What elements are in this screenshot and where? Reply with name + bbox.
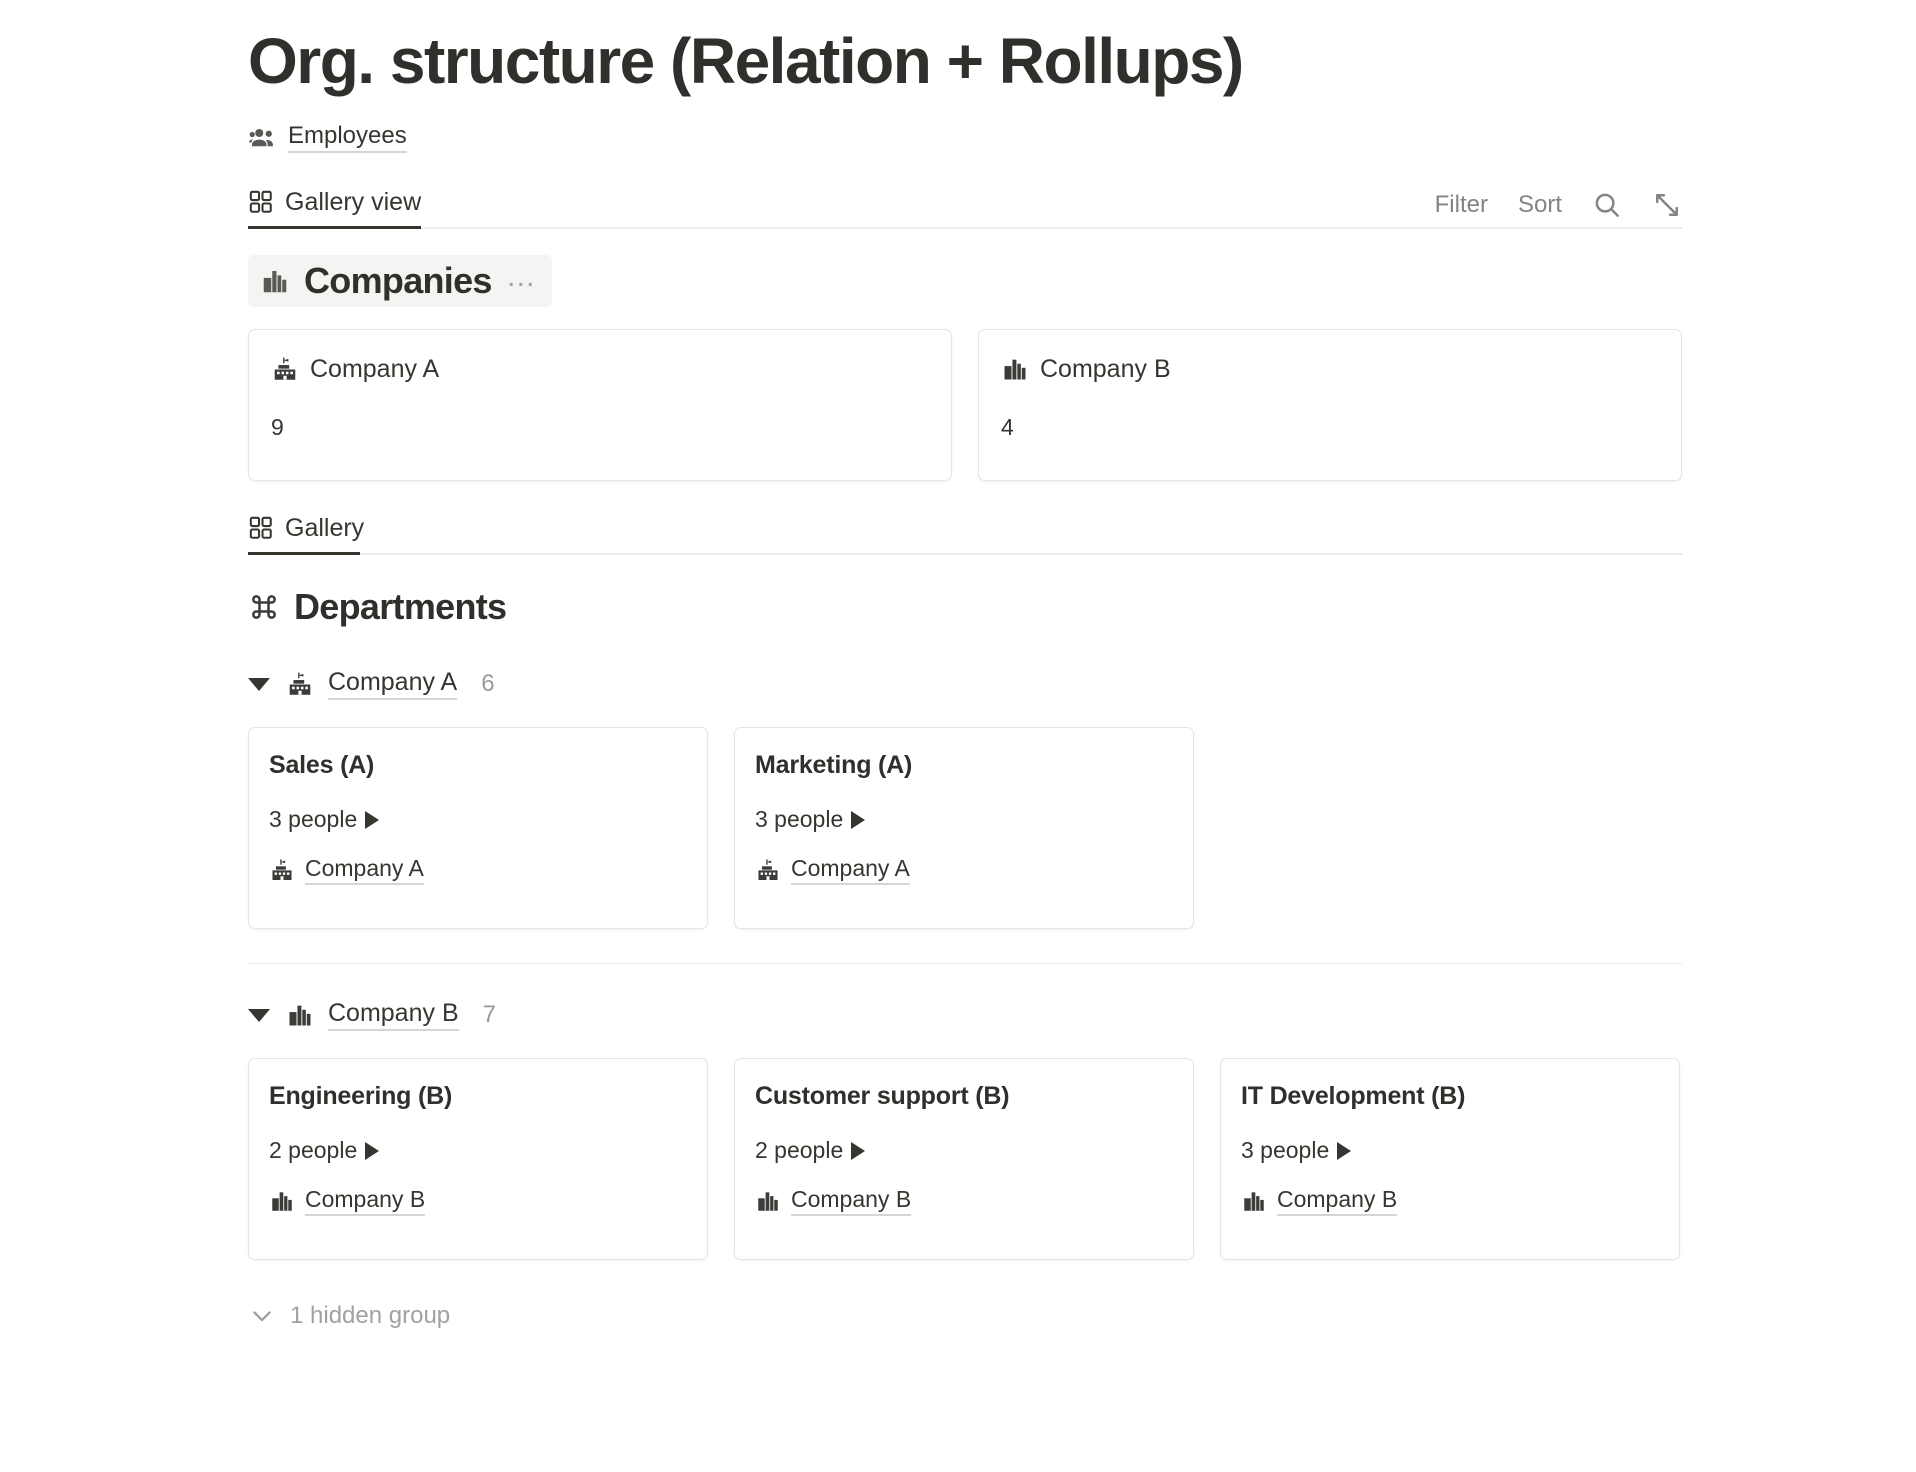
company-card-value: 4 — [1001, 414, 1014, 441]
expand-triangle-icon[interactable] — [365, 1141, 380, 1160]
department-people-count: 2 people — [755, 1137, 844, 1164]
department-relation[interactable]: Company A — [269, 855, 687, 886]
cityscape-icon — [269, 1188, 295, 1214]
expand-triangle-icon[interactable] — [851, 810, 866, 829]
department-card[interactable]: Engineering (B) 2 people — [248, 1058, 708, 1261]
group-header[interactable]: Company A 6 — [248, 661, 1682, 707]
people-group-icon — [248, 123, 278, 153]
collapse-triangle-icon[interactable] — [248, 677, 270, 691]
hidden-group-toggle[interactable]: 1 hidden group — [248, 1296, 1682, 1336]
companies-database-title: Companies — [304, 260, 492, 302]
department-card-title: Sales (A) — [269, 751, 375, 780]
department-people-count: 2 people — [269, 1137, 358, 1164]
chevron-down-icon — [248, 1302, 276, 1330]
department-card-title: Customer support (B) — [755, 1082, 1010, 1111]
tab-gallery-view[interactable]: Gallery view — [248, 177, 433, 230]
department-relation[interactable]: Company A — [755, 855, 1173, 886]
department-people-rollup[interactable]: 3 people — [755, 806, 1173, 833]
tab-gallery[interactable]: Gallery — [248, 503, 376, 556]
company-card-name: Company B — [1040, 355, 1171, 384]
departments-view-toolbar: Gallery — [248, 503, 1682, 556]
tab-gallery-view-label: Gallery view — [285, 187, 422, 216]
department-people-rollup[interactable]: 3 people — [269, 806, 687, 833]
school-building-icon — [755, 857, 781, 883]
command-loop-icon — [248, 591, 280, 623]
departments-view-tabs: Gallery — [248, 503, 376, 556]
company-card-title-row: Company A — [271, 354, 929, 384]
department-card-title: IT Development (B) — [1241, 1082, 1466, 1111]
view-toolbar: Gallery view Filter Sort — [248, 177, 1682, 230]
department-relation[interactable]: Company B — [1241, 1186, 1659, 1217]
companies-menu-icon[interactable]: … — [505, 260, 538, 294]
search-icon[interactable] — [1592, 190, 1622, 220]
department-card[interactable]: Customer support (B) 2 people — [734, 1058, 1194, 1261]
department-card[interactable]: Sales (A) 3 people — [248, 727, 708, 930]
hidden-group-label: 1 hidden group — [290, 1302, 451, 1330]
group-count: 7 — [482, 1001, 496, 1029]
department-people-rollup[interactable]: 2 people — [269, 1137, 687, 1164]
group-count: 6 — [481, 670, 495, 698]
department-card-row: Engineering (B) 2 people — [248, 1058, 1682, 1261]
department-card[interactable]: Marketing (A) 3 people — [734, 727, 1194, 930]
company-card-value: 9 — [271, 414, 284, 441]
department-relation-label[interactable]: Company A — [791, 855, 910, 886]
departments-database-title: Departments — [294, 586, 507, 628]
expand-triangle-icon[interactable] — [851, 1141, 866, 1160]
gallery-grid-icon — [248, 515, 274, 541]
group-divider — [248, 963, 1682, 965]
companies-card-row: Company A 9 Company B 4 — [248, 329, 1682, 482]
cityscape-icon — [1241, 1188, 1267, 1214]
department-group: Company A 6 Sales (A) 3 people — [248, 661, 1682, 965]
sort-button[interactable]: Sort — [1517, 191, 1562, 219]
cityscape-icon — [755, 1188, 781, 1214]
view-tabs: Gallery view — [248, 177, 433, 230]
department-group: Company B 7 Engineering (B) 2 people — [248, 992, 1682, 1261]
gallery-grid-icon — [248, 189, 274, 215]
cityscape-icon — [260, 266, 290, 296]
expand-diagonal-icon[interactable] — [1652, 190, 1682, 220]
department-relation-label[interactable]: Company B — [1277, 1186, 1398, 1217]
expand-triangle-icon[interactable] — [365, 810, 380, 829]
department-people-rollup[interactable]: 2 people — [755, 1137, 1173, 1164]
department-people-count: 3 people — [755, 806, 844, 833]
view-actions: Filter Sort — [1435, 177, 1682, 227]
filter-button[interactable]: Filter — [1434, 191, 1488, 219]
school-building-icon — [286, 670, 314, 698]
source-database-link[interactable]: Employees — [248, 121, 1682, 155]
company-card[interactable]: Company B 4 — [978, 329, 1682, 482]
department-relation-label[interactable]: Company B — [791, 1186, 912, 1217]
department-card-row: Sales (A) 3 people — [248, 727, 1682, 930]
cityscape-icon — [286, 1001, 314, 1029]
department-relation-label[interactable]: Company A — [305, 855, 424, 886]
department-relation[interactable]: Company B — [269, 1186, 687, 1217]
department-people-count: 3 people — [1241, 1137, 1330, 1164]
school-building-icon — [271, 355, 299, 383]
source-database-label: Employees — [288, 123, 407, 153]
expand-triangle-icon[interactable] — [1337, 1141, 1352, 1160]
company-card-name: Company A — [310, 355, 440, 384]
page-title: Org. structure (Relation + Rollups) — [248, 25, 1244, 97]
department-card-title: Engineering (B) — [269, 1082, 453, 1111]
school-building-icon — [269, 857, 295, 883]
tab-gallery-label: Gallery — [285, 513, 365, 542]
departments-database-header[interactable]: Departments — [248, 581, 1682, 633]
group-name[interactable]: Company B — [328, 999, 459, 1032]
department-relation-label[interactable]: Company B — [305, 1186, 426, 1217]
cityscape-icon — [1001, 355, 1029, 383]
department-people-rollup[interactable]: 3 people — [1241, 1137, 1659, 1164]
department-people-count: 3 people — [269, 806, 358, 833]
group-name[interactable]: Company A — [328, 668, 458, 701]
company-card-title-row: Company B — [1001, 354, 1659, 384]
department-relation[interactable]: Company B — [755, 1186, 1173, 1217]
department-card[interactable]: IT Development (B) 3 people — [1220, 1058, 1680, 1261]
department-card-title: Marketing (A) — [755, 751, 913, 780]
companies-database-header[interactable]: Companies … — [248, 255, 552, 308]
page-content: Org. structure (Relation + Rollups) Empl… — [248, 0, 1682, 1336]
collapse-triangle-icon[interactable] — [248, 1008, 270, 1022]
group-header[interactable]: Company B 7 — [248, 992, 1682, 1038]
company-card[interactable]: Company A 9 — [248, 329, 952, 482]
